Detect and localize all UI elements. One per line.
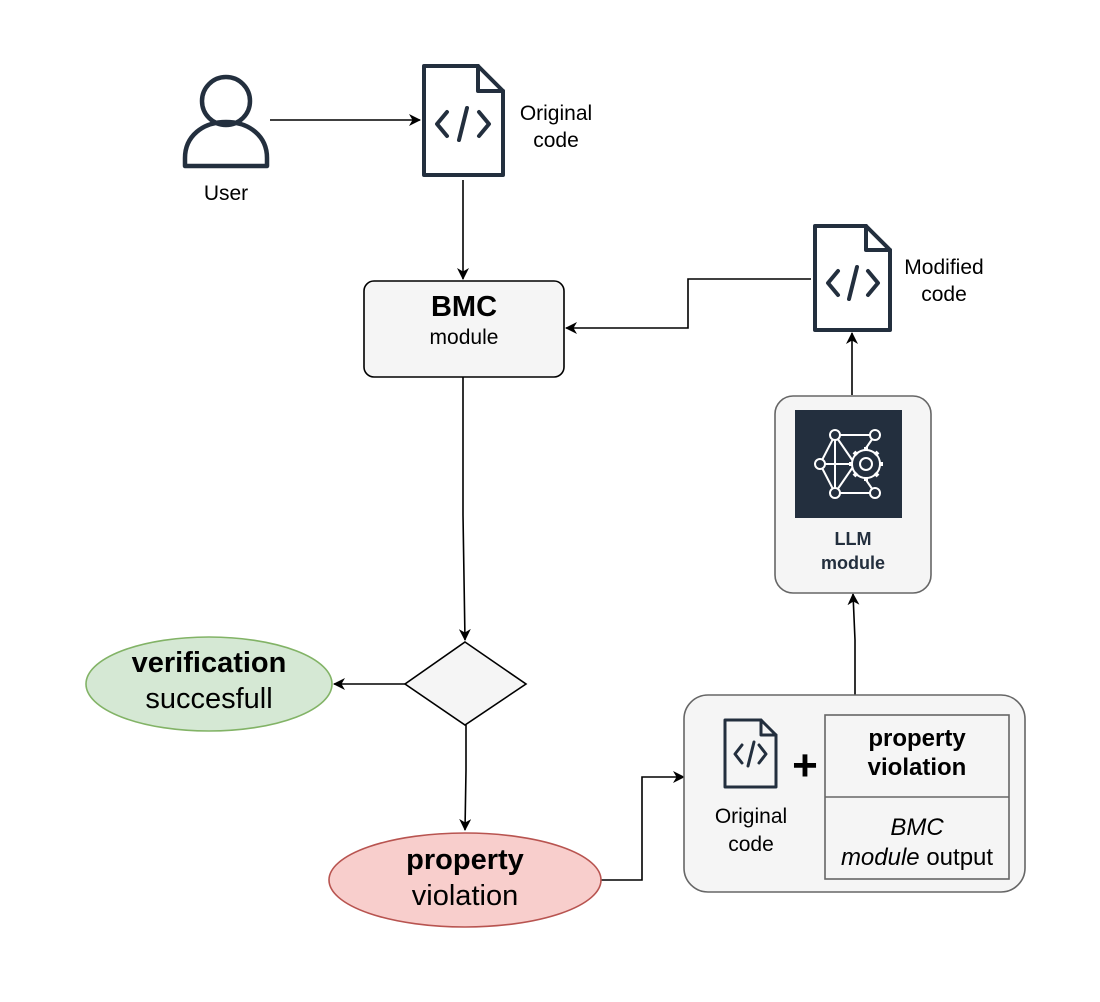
bundle-code-label-line2: code [728,833,774,856]
violation-table-header: property violation [825,724,1009,782]
bmc-title: BMC [430,291,498,323]
original-code-label-line1: Original [519,102,593,125]
modified-code-label: Modified code [893,254,995,308]
llm-subtitle: module [820,553,885,573]
bmc-subtitle: module [429,326,499,349]
bundle-code-label: Original code [699,803,803,859]
arrow-feedback-to-llm [847,593,860,695]
table-body-output: output [926,844,994,871]
modified-code-file-icon [813,224,892,332]
verification-bold: verification [131,647,287,679]
arrow-bmc-to-decision [458,377,471,641]
violation-table-body: BMC module output [825,813,1009,873]
table-body-line2: module output [825,843,1009,873]
plus-sign: + [792,741,818,790]
neural-network-gear-icon [795,410,902,518]
table-body-line1: BMC [825,813,1009,843]
arrow-violation-to-feedback [601,771,685,881]
table-header-line1: property [868,725,966,752]
property-violation-label: property violation [329,842,601,914]
modified-code-label-line2: code [921,283,967,306]
property-violation-ellipse [328,832,602,928]
decision-diamond [403,641,528,726]
table-header-line2: violation [867,754,967,781]
violation-normal: violation [411,880,519,912]
table-body-bmc: BMC [890,814,944,841]
bundle-code-file-icon [723,718,778,789]
user-icon [182,74,270,169]
user-label: User [203,182,249,205]
arrow-modified-code-to-bmc [565,278,811,334]
bundle-code-label-line1: Original [714,805,788,828]
llm-title: LLM [834,529,872,549]
modified-code-label-line1: Modified [904,256,984,279]
original-code-file-icon [422,64,505,177]
verification-successful-ellipse [85,636,333,732]
violation-bold: property [406,844,524,876]
verification-successful-label: verification succesfull [86,645,332,717]
bmc-module-label: BMC module [364,290,564,352]
bmc-module-box [363,280,565,378]
original-code-label-line2: code [533,129,579,152]
table-body-module: module [840,844,920,871]
original-code-label: Original code [508,100,604,154]
arrow-decision-to-violation [459,725,472,831]
verification-normal: succesfull [145,683,273,715]
llm-module-label: LLM module [775,527,931,575]
